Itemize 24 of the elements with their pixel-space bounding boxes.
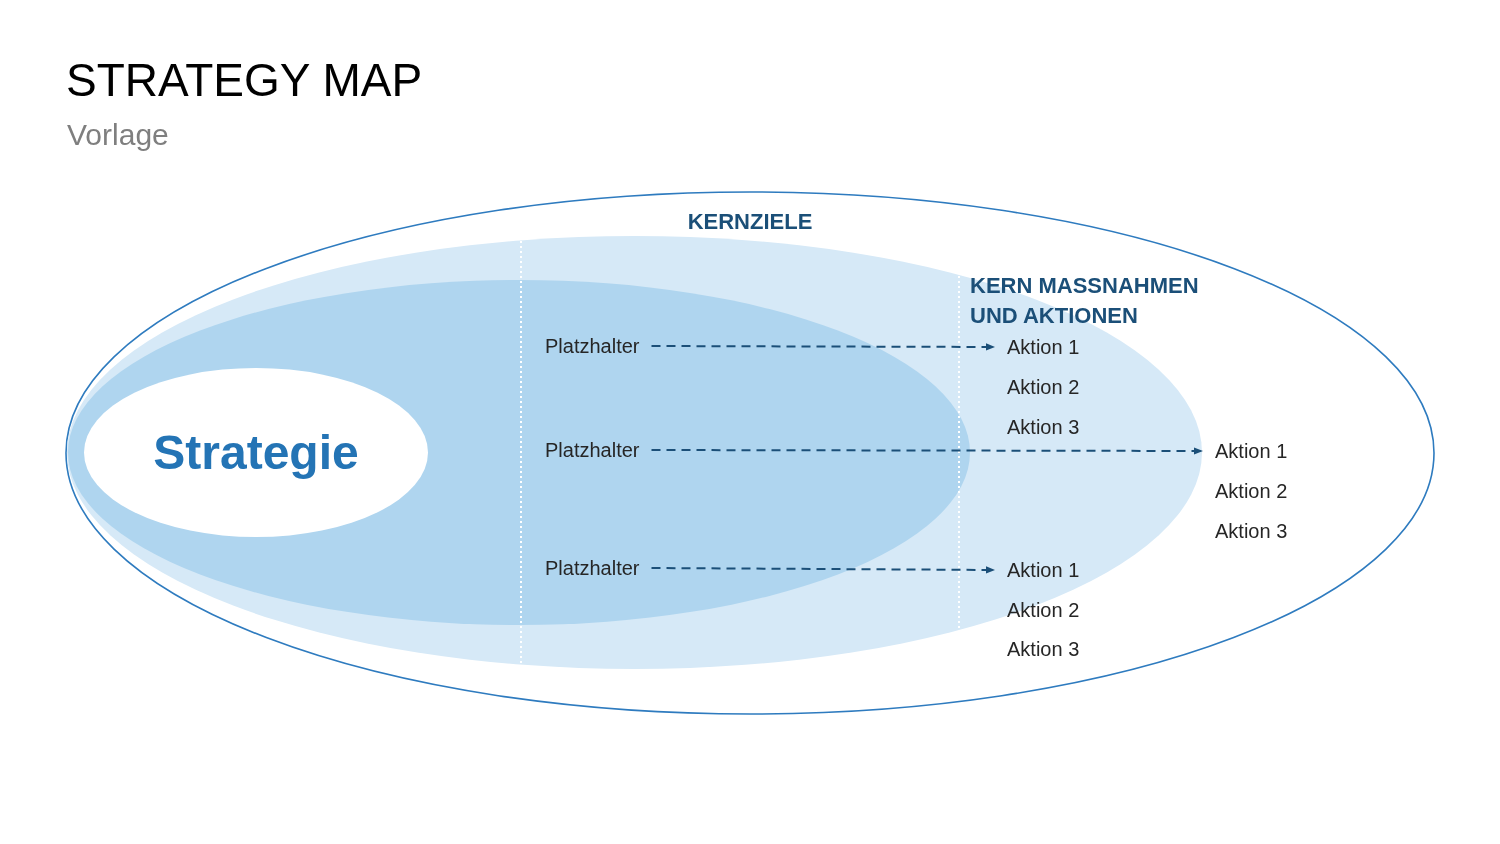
action-text: Aktion 1 [1215,439,1288,463]
action-text: Aktion 2 [1007,598,1080,622]
action-text: Aktion 1 [1007,558,1080,582]
placeholder-text: Platzhalter [545,334,640,358]
inner-ellipse [68,280,970,625]
ellipse-label: Strategie [153,424,359,481]
placeholder-text: Platzhalter [545,438,640,462]
action-text: Aktion 3 [1215,519,1288,543]
middle-ellipse [67,236,1202,669]
placeholder-text: Platzhalter [545,556,640,580]
outer-ellipse [66,192,1434,714]
action-text: Aktion 2 [1215,479,1288,503]
action-text: Aktion 3 [1007,637,1080,661]
section-heading: KERN MASSNAHMEN UND AKTIONEN [970,272,1200,330]
action-text: Aktion 1 [1007,335,1080,359]
arrow [650,447,1204,455]
action-text: Aktion 3 [1007,415,1080,439]
section-heading: KERNZIELE [687,208,813,236]
subtitle: Vorlage [67,117,169,153]
arrow [650,566,996,574]
title: STRATEGY MAP [66,57,423,103]
arrow [650,343,996,351]
action-text: Aktion 2 [1007,375,1080,399]
strategy-ellipse [84,368,428,537]
